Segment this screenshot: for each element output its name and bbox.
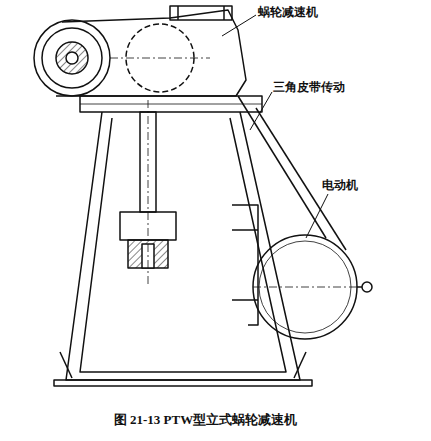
motor-bracket xyxy=(232,205,258,325)
leader-lines xyxy=(222,15,328,238)
part-label: 三角皮带传动 xyxy=(273,80,345,94)
reducer-housing xyxy=(34,6,246,96)
figure-caption: 图 21-13 PTW型立式蜗轮减速机 xyxy=(114,412,297,428)
part-label: 蜗轮减速机 xyxy=(258,5,318,19)
base-plate xyxy=(80,96,262,112)
v-belt xyxy=(238,96,346,250)
part-label: 电动机 xyxy=(322,178,358,192)
electric-motor xyxy=(253,235,372,339)
output-shaft xyxy=(120,100,176,285)
